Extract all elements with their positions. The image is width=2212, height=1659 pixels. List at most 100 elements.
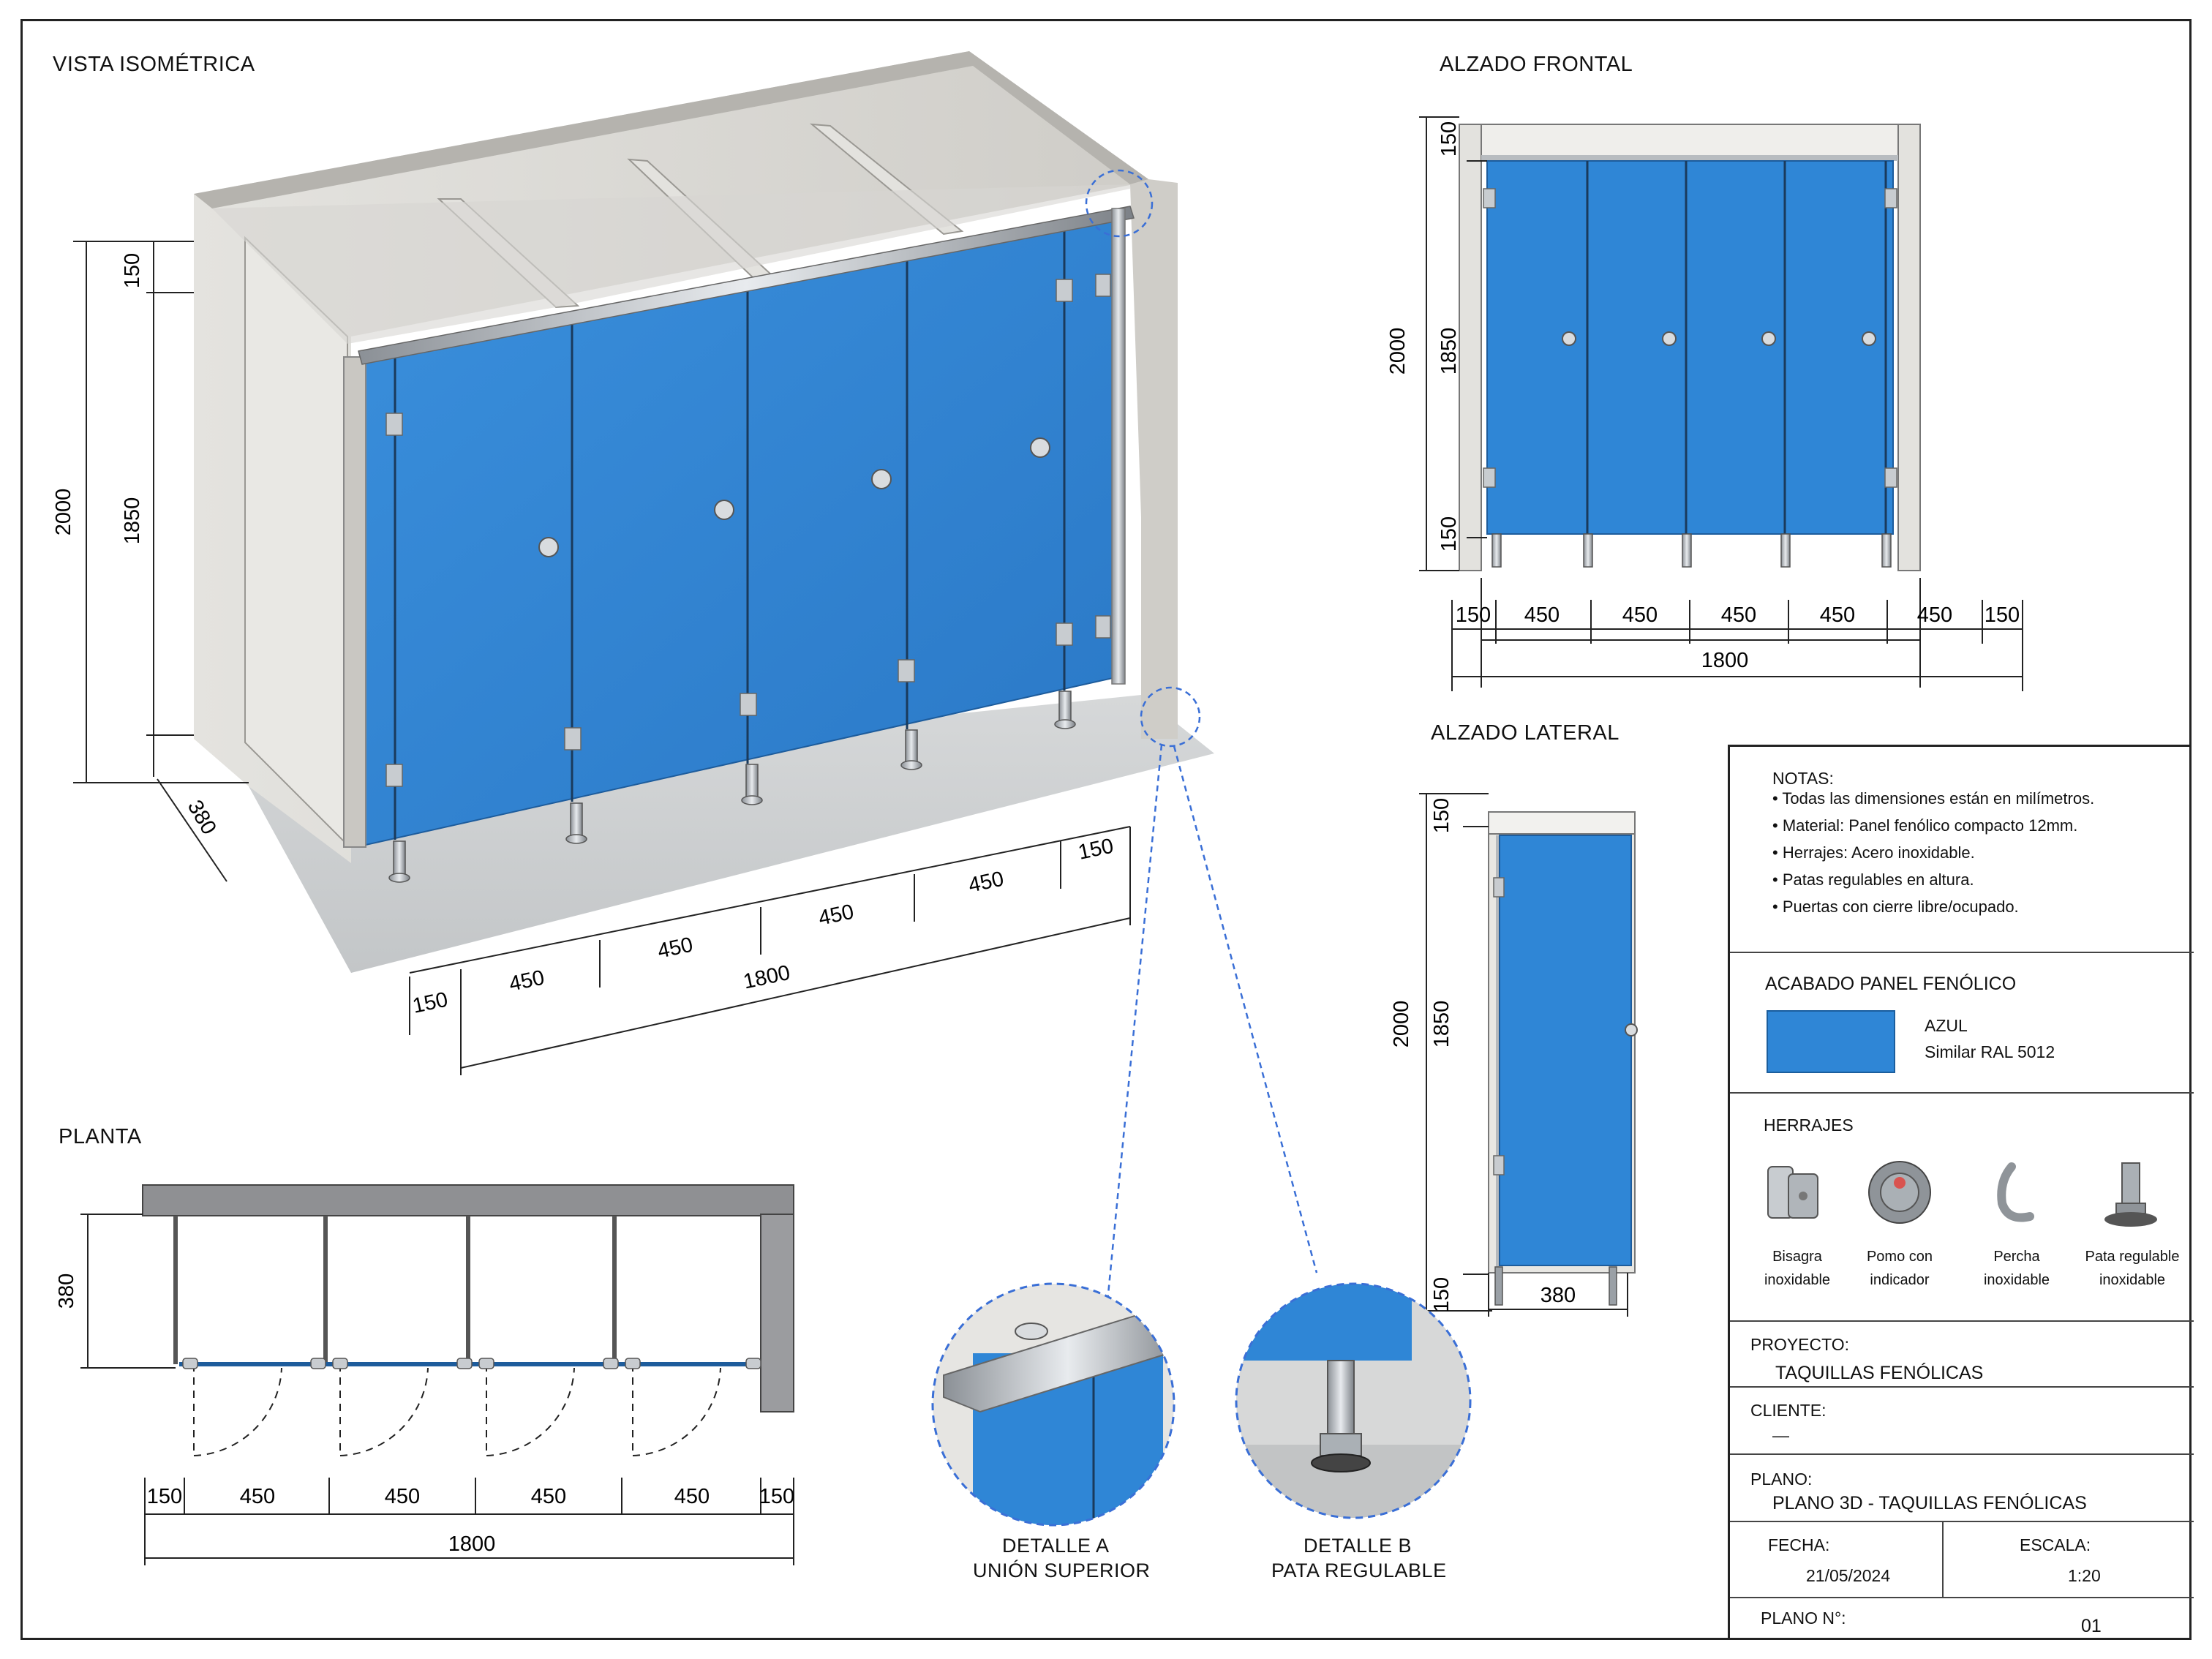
front-elevation: 2000 1850 150 150 bbox=[1386, 116, 1921, 688]
front-dim-450-3: 450 bbox=[1721, 603, 1756, 627]
iso-dim-450-1: 450 bbox=[507, 966, 546, 996]
client-label: CLIENTE: bbox=[1750, 1401, 1827, 1420]
note-item: Patas regulables en altura. bbox=[1772, 866, 2094, 893]
side-dim-380: 380 bbox=[1540, 1284, 1576, 1307]
note-item: Puertas con cierre libre/ocupado. bbox=[1772, 893, 2094, 920]
right-wall bbox=[1130, 179, 1178, 739]
detail-a-subtitle: UNIÓN SUPERIOR bbox=[973, 1560, 1151, 1581]
side-dim-1850: 1850 bbox=[1430, 1001, 1453, 1048]
plan-view-title: PLANTA bbox=[59, 1125, 142, 1148]
project-value: TAQUILLAS FENÓLICAS bbox=[1775, 1363, 1984, 1383]
note-item: Todas las dimensiones están en milímetro… bbox=[1772, 785, 2094, 812]
side-dim-150-top: 150 bbox=[1430, 798, 1453, 833]
front-dim-150-r: 150 bbox=[1985, 603, 2020, 627]
note-item: Material: Panel fenólico compacto 12mm. bbox=[1772, 812, 2094, 839]
adjustable-legs bbox=[388, 691, 1076, 883]
plan-value: PLANO 3D - TAQUILLAS FENÓLICAS bbox=[1772, 1493, 2087, 1513]
iso-dim-150-top: 150 bbox=[121, 253, 144, 288]
front-dim-2000: 2000 bbox=[1386, 328, 1410, 375]
detail-a bbox=[931, 1282, 1175, 1527]
detail-a-title: DETALLE A bbox=[1002, 1535, 1110, 1557]
title-block: NOTAS: Todas las dimensiones están en mi… bbox=[1728, 745, 2194, 1642]
side-elevation-dims: 380 bbox=[1488, 1273, 1628, 1317]
iso-dim-1850: 1850 bbox=[121, 497, 144, 545]
plan-dim-150-r: 150 bbox=[759, 1485, 794, 1508]
notes-list: Todas las dimensiones están en milímetro… bbox=[1772, 785, 2094, 920]
hardware-item-2-line1: Pomo con bbox=[1866, 1249, 1933, 1265]
front-dim-450-4: 450 bbox=[1820, 603, 1855, 627]
hardware-title: HERRAJES bbox=[1764, 1116, 1854, 1135]
plan-section: PLANO: PLANO 3D - TAQUILLAS FENÓLICAS bbox=[1730, 1455, 2194, 1522]
drawing-frame bbox=[20, 19, 2192, 1640]
iso-dim-150-left: 150 bbox=[410, 988, 450, 1018]
plan-dim-450-1: 450 bbox=[240, 1485, 275, 1508]
date-label: FECHA: bbox=[1768, 1535, 1830, 1554]
side-dim-150-bottom: 150 bbox=[1430, 1277, 1453, 1312]
project-label: PROYECTO: bbox=[1750, 1335, 1850, 1354]
detail-b-subtitle: PATA REGULABLE bbox=[1271, 1560, 1447, 1581]
scale-value: 1:20 bbox=[2068, 1566, 2101, 1585]
side-view-title: ALZADO LATERAL bbox=[1431, 721, 1620, 745]
notes-section: NOTAS: Todas las dimensiones están en mi… bbox=[1730, 747, 2194, 953]
front-elevation-dims: 150 450 450 450 450 450 150 1800 bbox=[1451, 600, 2023, 691]
finish-swatch bbox=[1767, 1010, 1895, 1073]
hinges bbox=[385, 274, 1111, 787]
iso-dim-450-3: 450 bbox=[816, 900, 856, 930]
front-dim-150-l: 150 bbox=[1456, 603, 1491, 627]
iso-dim-1800: 1800 bbox=[741, 961, 792, 994]
top-rail bbox=[358, 206, 1135, 365]
iso-dim-450-2: 450 bbox=[655, 933, 695, 963]
date-scale-section: FECHA: 21/05/2024 ESCALA: 1:20 bbox=[1730, 1522, 2194, 1598]
hardware-item-4-line1: Pata regulable bbox=[2085, 1249, 2180, 1265]
front-dim-450-2: 450 bbox=[1622, 603, 1658, 627]
iso-view-title: VISTA ISOMÉTRICA bbox=[53, 53, 255, 76]
date-value: 21/05/2024 bbox=[1806, 1566, 1891, 1585]
front-dim-1800: 1800 bbox=[1701, 649, 1749, 672]
back-wall-top bbox=[194, 51, 1148, 208]
finish-section: ACABADO PANEL FENÓLICO AZUL Similar RAL … bbox=[1730, 953, 2194, 1094]
plan-dim-450-4: 450 bbox=[674, 1485, 710, 1508]
detail-b bbox=[1235, 1282, 1472, 1519]
hardware-icons bbox=[1767, 1161, 2157, 1227]
finish-name: AZUL bbox=[1925, 1016, 1968, 1035]
partition-side-surface bbox=[212, 184, 1130, 344]
plan-number-value: 01 bbox=[2081, 1616, 2102, 1636]
end-pilaster bbox=[343, 356, 366, 848]
finish-ral: Similar RAL 5012 bbox=[1925, 1042, 2055, 1061]
side-dim-2000: 2000 bbox=[1390, 1001, 1413, 1048]
front-dim-450-5: 450 bbox=[1917, 603, 1952, 627]
finish-title: ACABADO PANEL FENÓLICO bbox=[1765, 974, 2017, 994]
detail-b-title: DETALLE B bbox=[1304, 1535, 1412, 1557]
plan-dim-380: 380 bbox=[59, 1274, 78, 1309]
knob-indicator-icon bbox=[1868, 1161, 1931, 1224]
plan-dim-1800: 1800 bbox=[448, 1532, 496, 1556]
client-value: — bbox=[1772, 1426, 1789, 1445]
hinge-icon bbox=[1767, 1166, 1818, 1219]
iso-dim-450-4: 450 bbox=[966, 868, 1006, 898]
plan-dim-450-3: 450 bbox=[531, 1485, 566, 1508]
hardware-section: HERRAJES Bisagra inoxidable Pomo bbox=[1730, 1094, 2194, 1322]
hardware-item-4-line2: inoxidable bbox=[2099, 1272, 2166, 1288]
partition-1 bbox=[244, 236, 348, 847]
plan-number-section: PLANO N°: 01 bbox=[1730, 1598, 2194, 1642]
front-dim-1850: 1850 bbox=[1437, 328, 1461, 375]
front-dim-450-1: 450 bbox=[1524, 603, 1560, 627]
hardware-item-3-line1: Percha bbox=[1993, 1249, 2040, 1265]
hardware-item-1-line1: Bisagra bbox=[1772, 1249, 1822, 1265]
plan-dim-150-l: 150 bbox=[147, 1485, 182, 1508]
plan-number-label: PLANO N°: bbox=[1761, 1609, 1846, 1628]
detail-b-callout bbox=[1140, 686, 1201, 748]
iso-dim-380: 380 bbox=[183, 797, 221, 839]
front-dim-150-top: 150 bbox=[1437, 121, 1461, 157]
plan-view: 380 150 450 450 450 450 150 1800 bbox=[59, 1184, 794, 1565]
iso-dimension-lines bbox=[73, 241, 1131, 1075]
plan-label: PLANO: bbox=[1750, 1470, 1813, 1489]
door-knobs bbox=[538, 437, 1050, 557]
plan-dim-450-2: 450 bbox=[385, 1485, 420, 1508]
hardware-item-2-line2: indicador bbox=[1870, 1272, 1930, 1288]
iso-dim-2000: 2000 bbox=[52, 489, 75, 536]
side-elevation: 2000 1850 150 150 bbox=[1390, 793, 1638, 1312]
front-dim-150-bottom: 150 bbox=[1437, 516, 1461, 552]
project-section: PROYECTO: TAQUILLAS FENÓLICAS bbox=[1730, 1322, 2194, 1388]
